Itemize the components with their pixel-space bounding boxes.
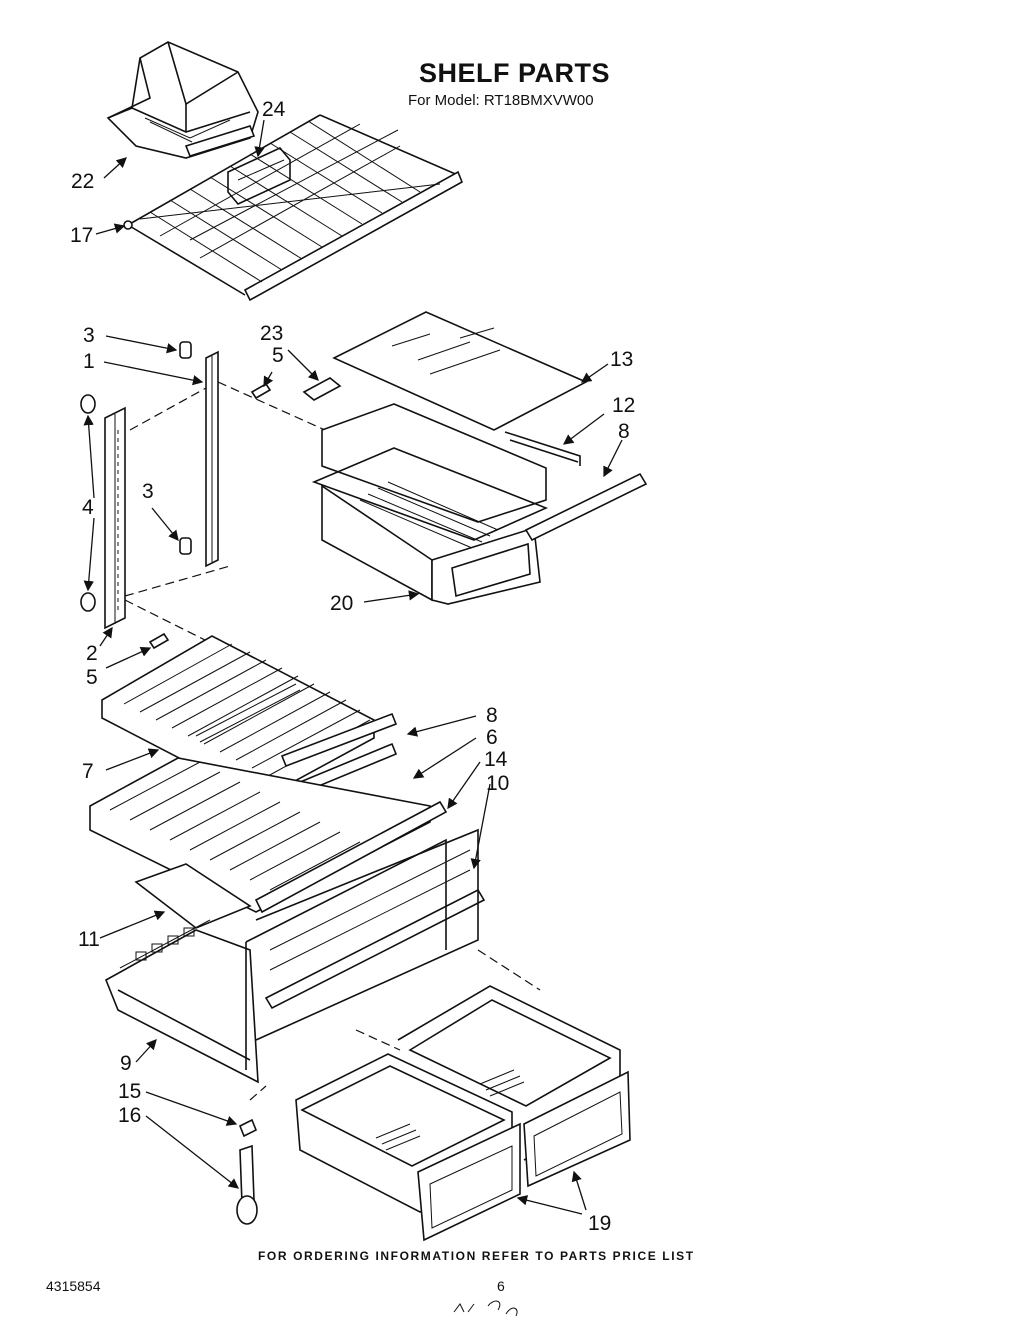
ordering-information-note: FOR ORDERING INFORMATION REFER TO PARTS … xyxy=(258,1249,695,1263)
callout-3-lower: 3 xyxy=(142,480,154,503)
callout-5-upper: 5 xyxy=(272,344,284,367)
trim-part-8-upper xyxy=(524,472,648,542)
dashed-alignment-lines-top xyxy=(124,381,326,641)
callout-14: 14 xyxy=(484,748,508,771)
callout-11: 11 xyxy=(78,928,100,951)
callout-1: 1 xyxy=(83,350,95,373)
crisper-cover-part-12 xyxy=(504,431,581,466)
callout-20: 20 xyxy=(330,592,353,615)
wire-shelf-part-17 xyxy=(123,114,464,302)
clip-parts-3 xyxy=(179,341,192,555)
dashed-alignment-lines-bottom xyxy=(249,949,541,1101)
callout-19: 19 xyxy=(588,1212,611,1235)
bin-part-22 xyxy=(106,41,259,159)
frame-part-9 xyxy=(104,828,486,1084)
callout-24: 24 xyxy=(262,98,286,121)
callout-12: 12 xyxy=(612,394,635,417)
page-title: SHELF PARTS xyxy=(419,58,611,88)
callout-8-lower: 8 xyxy=(486,704,498,727)
callout-3-upper: 3 xyxy=(83,324,95,347)
crisper-cover-support-part-23 xyxy=(302,377,342,401)
glass-cover-part-11 xyxy=(134,863,252,929)
model-subtitle: For Model: RT18BMXVW00 xyxy=(408,92,594,109)
callout-4: 4 xyxy=(82,496,94,519)
callout-leaders xyxy=(83,119,623,1215)
trim-part-8-lower xyxy=(280,712,398,768)
wire-shelf-part-14 xyxy=(89,757,431,913)
rail-part-1 xyxy=(205,350,219,568)
bracket-part-24 xyxy=(227,147,291,205)
trim-part-10 xyxy=(254,800,448,914)
rail-part-2 xyxy=(104,406,126,630)
callout-7: 7 xyxy=(82,760,94,783)
callout-10: 10 xyxy=(486,772,509,795)
pin-parts-5 xyxy=(148,382,272,650)
callout-23: 23 xyxy=(260,322,283,345)
callout-8-upper: 8 xyxy=(618,420,630,443)
callout-13: 13 xyxy=(610,348,633,371)
callout-16: 16 xyxy=(118,1104,141,1127)
callout-5-lower: 5 xyxy=(86,666,98,689)
callout-22: 22 xyxy=(71,170,94,193)
callout-6: 6 xyxy=(486,726,498,749)
document-number: 4315854 xyxy=(46,1278,101,1294)
callout-17: 17 xyxy=(70,224,93,247)
handwritten-mark xyxy=(453,1300,518,1317)
roller-parts-4 xyxy=(80,394,96,612)
crisper-drawer-part-20 xyxy=(311,403,549,605)
callout-2: 2 xyxy=(86,642,98,665)
leveler-parts-15-16 xyxy=(236,1118,258,1225)
callout-9: 9 xyxy=(120,1052,132,1075)
page-number: 6 xyxy=(497,1278,505,1294)
callout-15: 15 xyxy=(118,1080,141,1103)
crisper-drawers-part-19 xyxy=(295,985,631,1242)
